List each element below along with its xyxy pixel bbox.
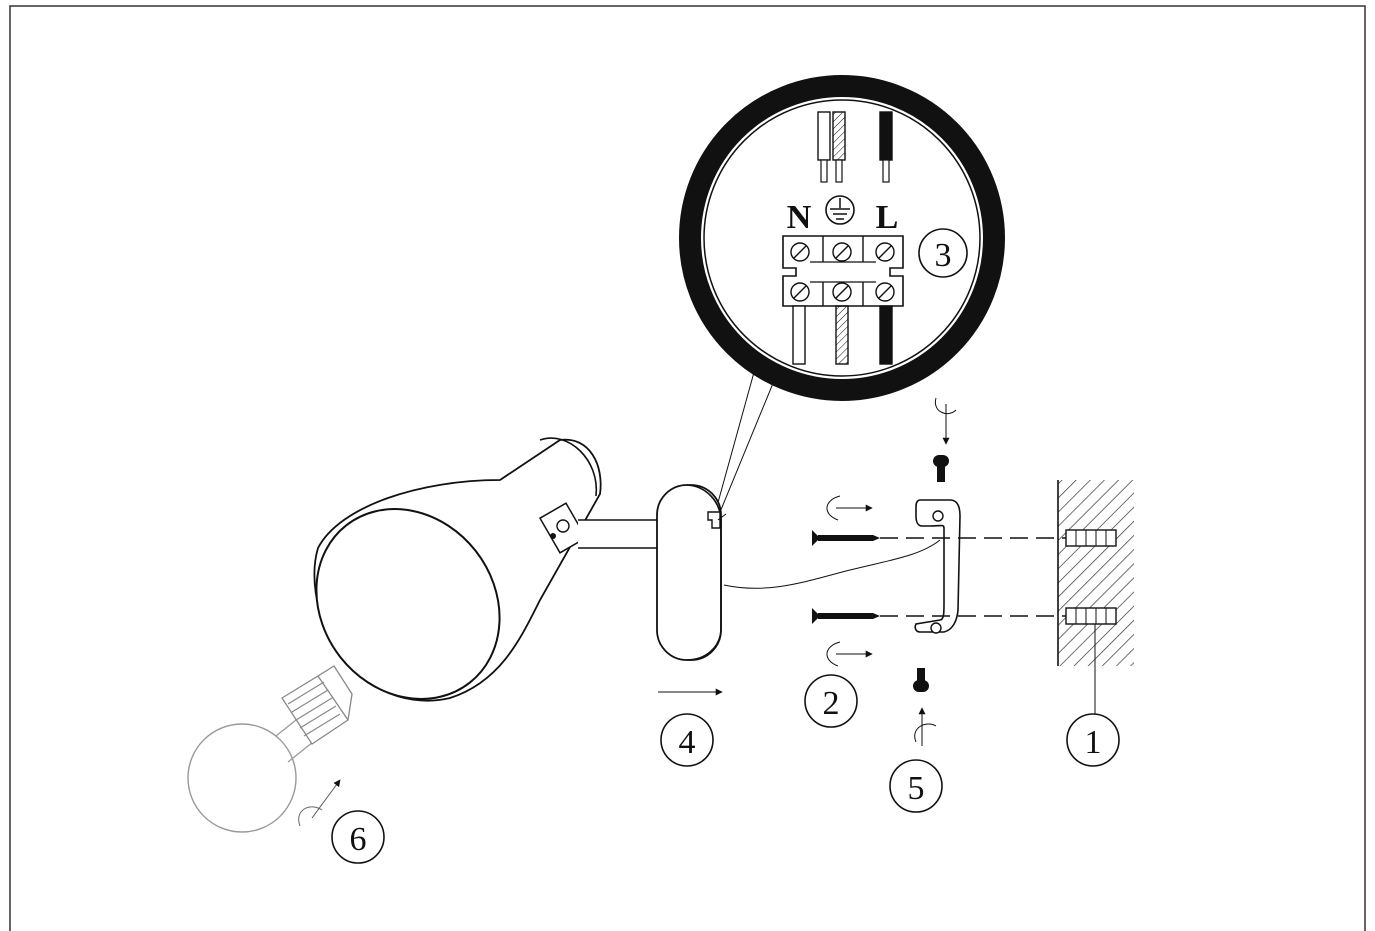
wall-plug-upper [1065, 529, 1117, 547]
svg-text:4: 4 [679, 724, 696, 761]
wall-section [1057, 480, 1134, 666]
mounting-base [656, 484, 727, 661]
supply-cable [723, 539, 941, 589]
lamp-shade [313, 437, 602, 702]
page-frame [9, 5, 1366, 931]
step-4-marker: 4 [660, 713, 714, 767]
step-2-marker: 2 [804, 674, 858, 728]
callout-leader-left [713, 364, 757, 518]
terminal-block [782, 235, 904, 307]
rotation-arrow-upper-screw [826, 495, 873, 521]
wall-screw-lower [812, 608, 880, 624]
neutral-label: N [787, 199, 812, 236]
earth-ground-icon [825, 195, 855, 225]
terminal-detail-callout: N L [679, 75, 1005, 401]
light-bulb [187, 665, 353, 833]
rotation-arrow-bulb [298, 779, 341, 827]
lamp-arm [578, 519, 661, 549]
bottom-wires [792, 305, 893, 365]
step-1-marker: 1 [1066, 713, 1120, 767]
wall-screw-upper [812, 530, 880, 546]
svg-text:6: 6 [350, 821, 367, 858]
terminal-screws [790, 242, 895, 302]
live-label: L [876, 199, 899, 236]
rotation-arrow-top-screw [934, 397, 957, 445]
top-wires [817, 111, 893, 183]
step-3-marker: 3 [918, 228, 968, 278]
top-bracket-screw [933, 455, 949, 482]
rotation-arrow-lower-screw [826, 641, 873, 667]
svg-text:1: 1 [1085, 724, 1102, 761]
wall-plug-lower [1065, 607, 1117, 625]
bottom-bracket-screw [913, 668, 929, 692]
callout-leader-right [717, 375, 777, 518]
step-5-marker: 5 [889, 759, 943, 813]
svg-text:3: 3 [935, 237, 952, 274]
svg-text:5: 5 [908, 770, 925, 807]
mounting-bracket [914, 499, 961, 634]
step-6-marker: 6 [331, 810, 385, 864]
rotation-arrow-bottom-screw [914, 707, 937, 746]
svg-text:2: 2 [823, 685, 840, 722]
